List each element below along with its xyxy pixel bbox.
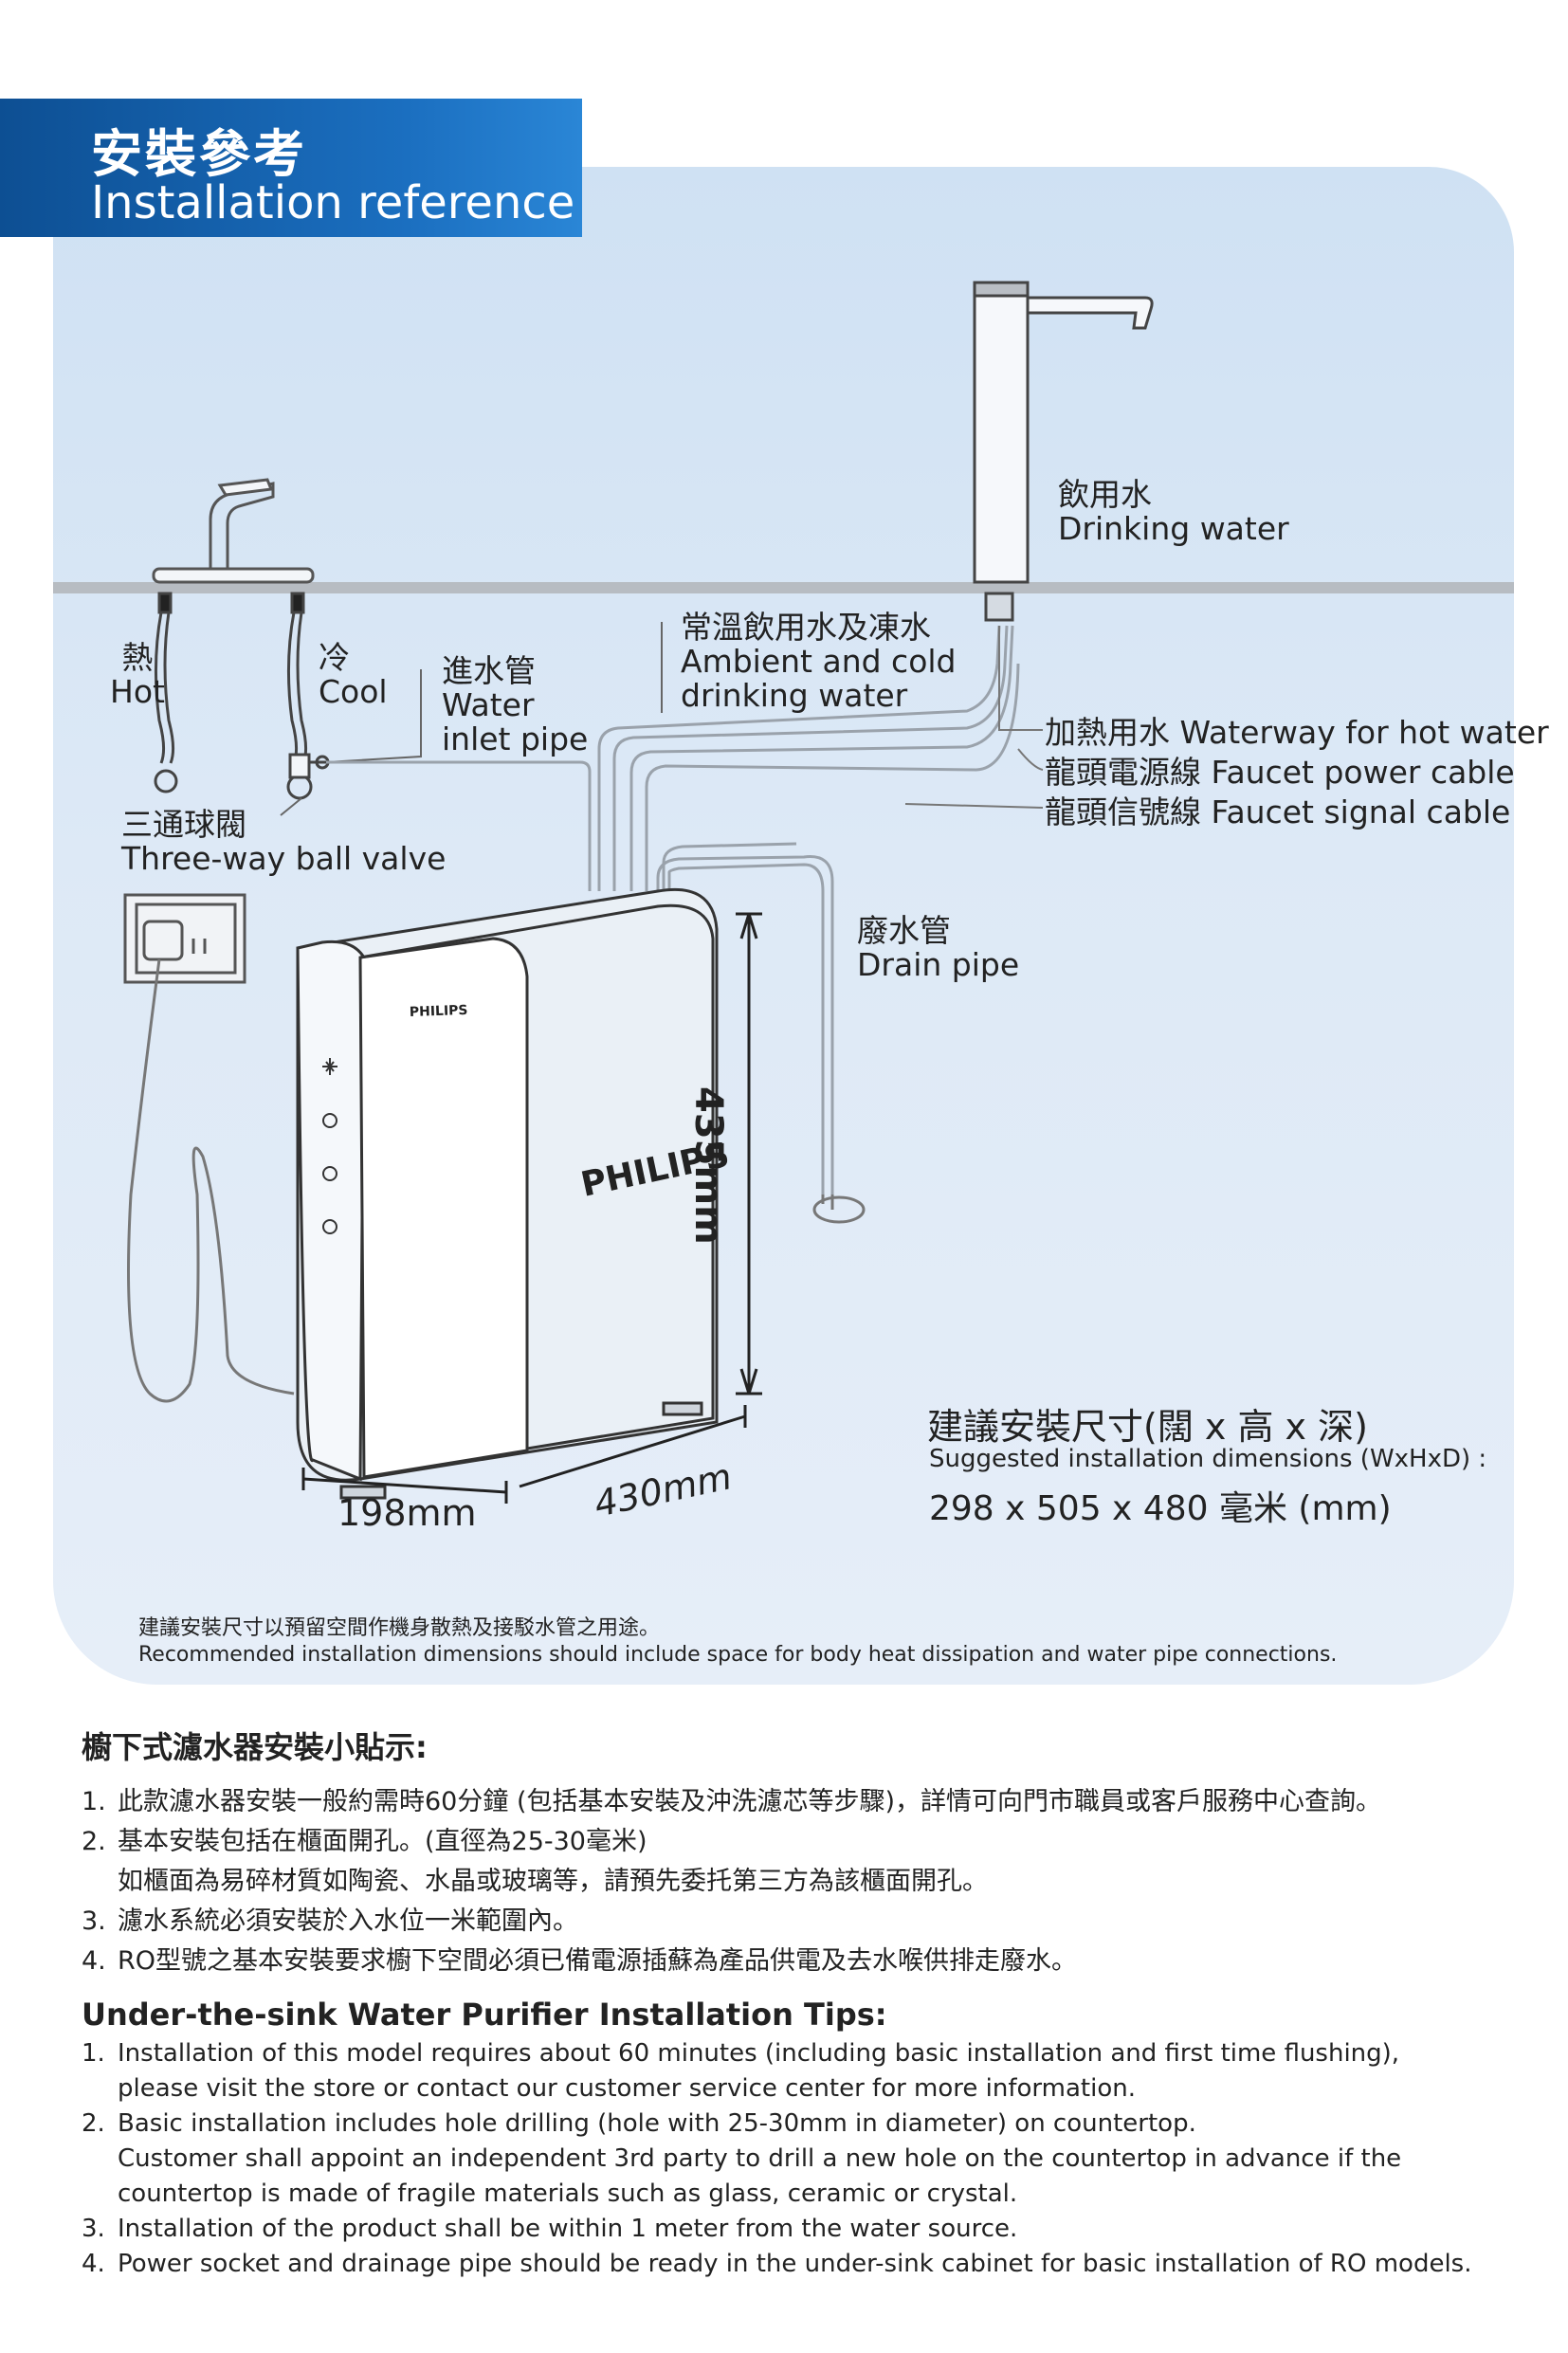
pipes [326,625,1020,1195]
leader-lines [280,622,663,816]
hot-label-en: Hot [110,673,165,710]
power-cable [127,958,295,1403]
faucet-power-cable-label: 龍頭電源線 Faucet power cable [1045,754,1515,791]
tips-zh-item: 3. 濾水系統必須安裝於入水位一米範圍內。 [82,1902,1381,1942]
power-socket-icon [123,893,246,984]
height-dimension: 435mm [686,1086,730,1245]
drain-pipe-label: 廢水管 Drain pipe [857,914,1019,982]
tips-en-item: 3. Installation of the product shall be … [82,2212,1472,2247]
installation-diagram: PHILIPS PHILIPS [53,281,1514,1504]
mixer-tap-icon [152,478,315,584]
header-title-zh: 安裝參考 [91,124,307,184]
tips-en-item: 1. Installation of this model requires a… [82,2036,1472,2107]
countertop [53,582,1514,593]
ball-valve-label-en: Three-way ball valve [121,840,447,877]
hot-label-zh: 熱 [121,639,154,676]
tips-en-item: 2. Basic installation includes hole dril… [82,2107,1472,2212]
tips-zh-item: 4. RO型號之基本安裝要求櫥下空間必須已備電源插蘇為產品供電及去水喉供排走廢水… [82,1942,1381,1981]
tips-en-item-text: Installation of this model requires abou… [118,2039,1400,2068]
cool-label: 冷 Cool [319,641,388,709]
drinking-faucet-icon [973,281,1154,622]
tips-zh-item-number: 3. [82,1906,106,1936]
drain-outlet-icon [812,1195,866,1224]
tips-zh-item-number: 2. [82,1827,106,1856]
inlet-pipe-label-en-1: Water [442,686,535,723]
dimension-note: 建議安裝尺寸以預留空間作機身散熱及接駁水管之用途。 Recommended in… [138,1615,1337,1669]
tips-en-item-text: Basic installation includes hole drillin… [118,2109,1196,2138]
faucet-signal-cable-label: 龍頭信號線 Faucet signal cable [1045,793,1511,830]
inlet-pipe-label: 進水管 Water inlet pipe [442,654,588,757]
tips-zh-item-text: 如櫃面為易碎材質如陶瓷、水晶或玻璃等，請預先委托第三方為該櫃面開孔。 [118,1867,988,1896]
installation-tips-zh: 櫥下式濾水器安裝小貼示: 1. 此款濾水器安裝一般約需時60分鐘 (包括基本安裝… [82,1727,1381,1981]
drain-pipe-label-en: Drain pipe [857,946,1020,983]
dimension-note-zh: 建議安裝尺寸以預留空間作機身散熱及接駁水管之用途。 [138,1616,661,1640]
tips-zh-item-number: 4. [82,1946,106,1976]
width-dimension: 198mm [337,1492,477,1534]
purifier-unit [296,887,719,1500]
tips-en-item-number: 2. [82,2109,105,2138]
drinking-water-label-zh: 飲用水 [1058,476,1152,513]
product-brand-top: PHILIPS [410,1003,468,1020]
unit-control-icons [322,1058,337,1234]
tips-zh-item: 1. 此款濾水器安裝一般約需時60分鐘 (包括基本安裝及沖洗濾芯等步驟)，詳情可… [82,1782,1381,1822]
tips-en-item-text: countertop is made of fragile materials … [118,2180,1018,2208]
tips-en-item: 4. Power socket and drainage pipe should… [82,2247,1472,2282]
tips-en-item-number: 1. [82,2039,105,2068]
ambient-water-label: 常溫飲用水及凍水 Ambient and cold drinking water [681,611,957,713]
tips-en-item-text: Customer shall appoint an independent 3r… [118,2144,1402,2173]
suggested-dimensions-zh: 建議安裝尺寸(闊 x 高 x 深) [927,1406,1368,1448]
diagram-panel [53,167,1514,1685]
tips-zh-item-text: RO型號之基本安裝要求櫥下空間必須已備電源插蘇為產品供電及去水喉供排走廢水。 [118,1946,1078,1976]
faucet-leader-lines [904,626,1044,809]
dimension-arrows [301,912,762,1504]
tips-zh-item-number: 1. [82,1787,106,1816]
inlet-pipe-label-en-2: inlet pipe [442,720,589,757]
suggested-dimensions-value: 298 x 505 x 480 毫米 (mm) [929,1489,1392,1528]
ambient-water-label-en-2: drinking water [681,677,908,714]
header-title-en: Installation reference [91,176,575,229]
cool-label-en: Cool [319,673,388,710]
tips-zh-title: 櫥下式濾水器安裝小貼示: [82,1729,428,1765]
suggested-dimensions-en: Suggested installation dimensions (WxHxD… [929,1445,1487,1473]
drinking-water-label-en: Drinking water [1058,510,1289,547]
drain-pipe-label-zh: 廢水管 [857,912,951,949]
hot-label: 熱 Hot [110,641,165,709]
tips-zh-item-text: 基本安裝包括在櫃面開孔。(直徑為25-30毫米) [118,1827,647,1856]
ambient-water-label-zh: 常溫飲用水及凍水 [681,609,931,646]
ball-valve-label-zh: 三通球閥 [121,806,246,843]
drinking-water-label: 飲用水 Drinking water [1058,478,1289,546]
hot-cold-hoses [154,592,330,800]
cool-label-zh: 冷 [319,639,350,676]
tips-en-item-text: Power socket and drainage pipe should be… [118,2250,1472,2278]
installation-tips-en: Under-the-sink Water Purifier Installati… [82,1997,1472,2282]
inlet-pipe-label-zh: 進水管 [442,652,536,689]
tips-zh-item-text: 此款濾水器安裝一般約需時60分鐘 (包括基本安裝及沖洗濾芯等步驟)，詳情可向門市… [118,1787,1382,1816]
tips-en-item-number: 4. [82,2250,105,2278]
ambient-water-label-en-1: Ambient and cold [681,643,957,680]
tips-zh-item: 2. 基本安裝包括在櫃面開孔。(直徑為25-30毫米) 如櫃面為易碎材質如陶瓷、… [82,1822,1381,1902]
dimension-note-en: Recommended installation dimensions shou… [138,1643,1338,1667]
hot-waterway-label: 加熱用水 Waterway for hot water [1045,714,1549,751]
tips-en-item-number: 3. [82,2215,105,2243]
section-header: 安裝參考 Installation reference [0,99,582,237]
tips-en-title: Under-the-sink Water Purifier Installati… [82,1997,887,2033]
tips-zh-item-text: 濾水系統必須安裝於入水位一米範圍內。 [118,1906,578,1936]
faucet-lines-label: 加熱用水 Waterway for hot water 龍頭電源線 Faucet… [1045,713,1549,832]
ball-valve-label: 三通球閥 Three-way ball valve [121,808,446,876]
tips-en-item-text: Installation of the product shall be wit… [118,2215,1018,2243]
tips-en-item-text: please visit the store or contact our cu… [118,2074,1136,2103]
